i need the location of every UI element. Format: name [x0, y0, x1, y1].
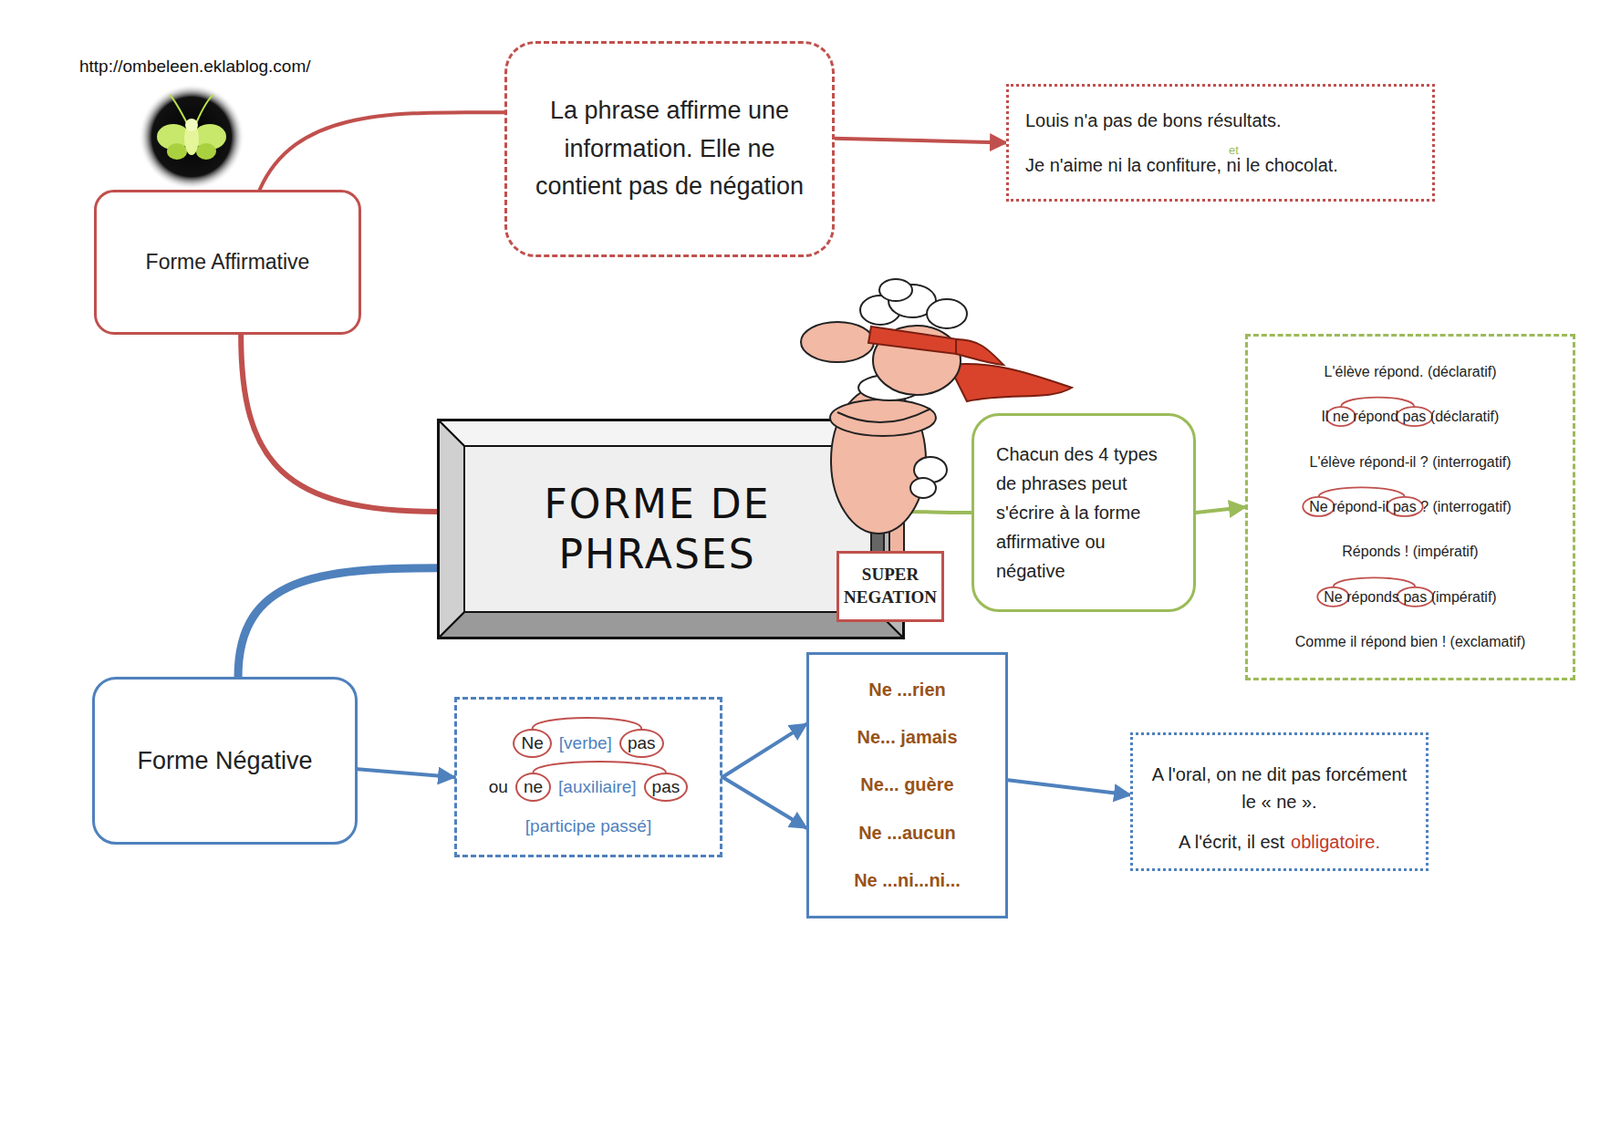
node-text: Il ne répond pas (déclaratif): [1321, 408, 1500, 426]
central-title-box: FORME DE PHRASES: [438, 420, 904, 638]
link-arc: [1319, 487, 1405, 498]
list-box: Ne ...rienNe... jamaisNe... guère Ne ...a…: [806, 652, 1008, 919]
node-text: Comme il répond bien ! (exclamatif): [1295, 633, 1527, 651]
node-text: Ne: [512, 728, 551, 759]
connector-line: [1195, 507, 1246, 513]
node-text: Louis n'a pas de bons résultats.: [1025, 110, 1282, 132]
bug-icon-part: [169, 94, 188, 124]
bug-icon-part: [185, 118, 198, 132]
example-box: Louis n'a pas de bons résultats. Je n'aim…: [1006, 83, 1435, 202]
node-text: Ne réponds pas (impératif): [1323, 589, 1497, 606]
node-text: L'élève répond-il ? (interrogatif): [1309, 454, 1512, 471]
connector-line: [722, 724, 807, 778]
node-text: Chacun des 4 types de phrases peut s'écr…: [996, 439, 1172, 586]
connector-line: [722, 777, 807, 829]
bevel-box-part: [464, 446, 878, 613]
text-row: oune [auxiliaire] pas: [488, 772, 688, 802]
bug-icon-part: [138, 83, 245, 190]
super-hero-figure-part: [910, 477, 936, 499]
bug-icon-part: [196, 143, 217, 160]
category-box: Forme Affirmative: [93, 189, 362, 335]
node-text: A l'oral, on ne dit pas forcément le « n…: [1149, 760, 1410, 816]
connector-line: [357, 768, 455, 778]
super-hero-figure-part: [955, 339, 1004, 365]
bug-icon-part: [166, 143, 188, 160]
link-arc: [532, 717, 643, 729]
text-row: Ne [verbe] pas: [512, 728, 664, 759]
connector: [834, 138, 1007, 144]
text-row: A l'écrit, il estobligatoire.: [1178, 828, 1381, 856]
node-text: A l'écrit, il est: [1178, 828, 1285, 856]
node-text: Ne ...aucun: [858, 822, 956, 844]
node-text: Je n'aime ni la confiture, ni le chocola…: [1025, 155, 1339, 177]
connector-line: [903, 511, 972, 513]
bevel-box-part: [438, 420, 465, 638]
node-text: Ne... jamais: [856, 727, 957, 749]
connector-line: [238, 568, 439, 677]
super-hero-figure-part: [948, 363, 1072, 402]
node-text: [participe passé]: [525, 816, 652, 837]
category-box: Forme Négative: [92, 676, 358, 845]
link-arc: [1340, 397, 1415, 408]
badge-box: SUPER NEGATION: [836, 550, 945, 623]
link-arc: [532, 761, 665, 773]
connector: [903, 511, 972, 513]
node-text: Ne... guère: [860, 774, 954, 796]
node-text: [auxiliaire]: [558, 777, 637, 798]
connector: [722, 724, 807, 829]
link-arc: [1333, 577, 1416, 588]
super-hero-figure-part: [830, 399, 936, 437]
source-url: http://ombeleen.eklablog.com/: [79, 56, 312, 77]
node-text: L'élève répond. (déclaratif): [1324, 363, 1497, 381]
node-text: Forme Négative: [136, 747, 312, 776]
connector: [259, 112, 505, 190]
super-hero-figure-part: [868, 326, 958, 354]
node-text: Ne ...rien: [868, 679, 946, 701]
node-text: ou: [488, 777, 509, 798]
connector: [240, 334, 439, 512]
definition-box: La phrase affirme une information. Elle …: [504, 41, 835, 258]
text-row: [participe passé]: [525, 816, 652, 837]
bevel-box-part: [438, 612, 904, 638]
node-text: Forme Affirmative: [145, 249, 311, 275]
node-text: pas: [619, 728, 665, 759]
bug-icon: [138, 83, 245, 190]
connector: [238, 568, 439, 677]
node-text: Ne ...ni...ni...: [853, 870, 961, 892]
node-text: La phrase affirme une information. Elle …: [523, 92, 816, 208]
super-hero-figure-part: [879, 279, 913, 302]
connector-line: [259, 112, 505, 190]
super-hero-figure-part: [837, 408, 931, 423]
node-text: SUPER NEGATION: [843, 563, 937, 609]
connector-line: [834, 138, 1007, 144]
bug-icon-part: [196, 94, 214, 124]
formula-box: Ne [verbe] pas oune [auxiliaire] pas [particip…: [454, 696, 723, 858]
node-text: pas: [644, 772, 689, 802]
node-text: et: [1228, 143, 1239, 157]
connector-line: [240, 334, 439, 512]
connector: [357, 768, 455, 778]
connector: [1007, 779, 1131, 795]
super-hero-figure-part: [926, 299, 967, 329]
node-text: [verbe]: [559, 733, 613, 754]
node-text: FORME DE PHRASES: [529, 478, 785, 580]
node-text: Réponds ! (impératif): [1341, 543, 1478, 561]
example-box: L'élève répond. (déclaratif) Il ne répond…: [1245, 333, 1576, 681]
super-hero-figure-part: [800, 322, 874, 363]
note-box: A l'oral, on ne dit pas forcément le « n…: [1130, 732, 1429, 872]
connector-line: [1007, 779, 1131, 795]
connector: [1195, 507, 1246, 513]
text-row: A l'oral, on ne dit pas forcément le « n…: [1149, 760, 1410, 816]
rule-box: Chacun des 4 types de phrases peut s'écr…: [971, 413, 1196, 613]
node-text: ne: [515, 772, 551, 802]
node-text: Ne répond-il pas ? (interrogatif): [1309, 498, 1511, 516]
node-text: obligatoire.: [1290, 828, 1381, 856]
